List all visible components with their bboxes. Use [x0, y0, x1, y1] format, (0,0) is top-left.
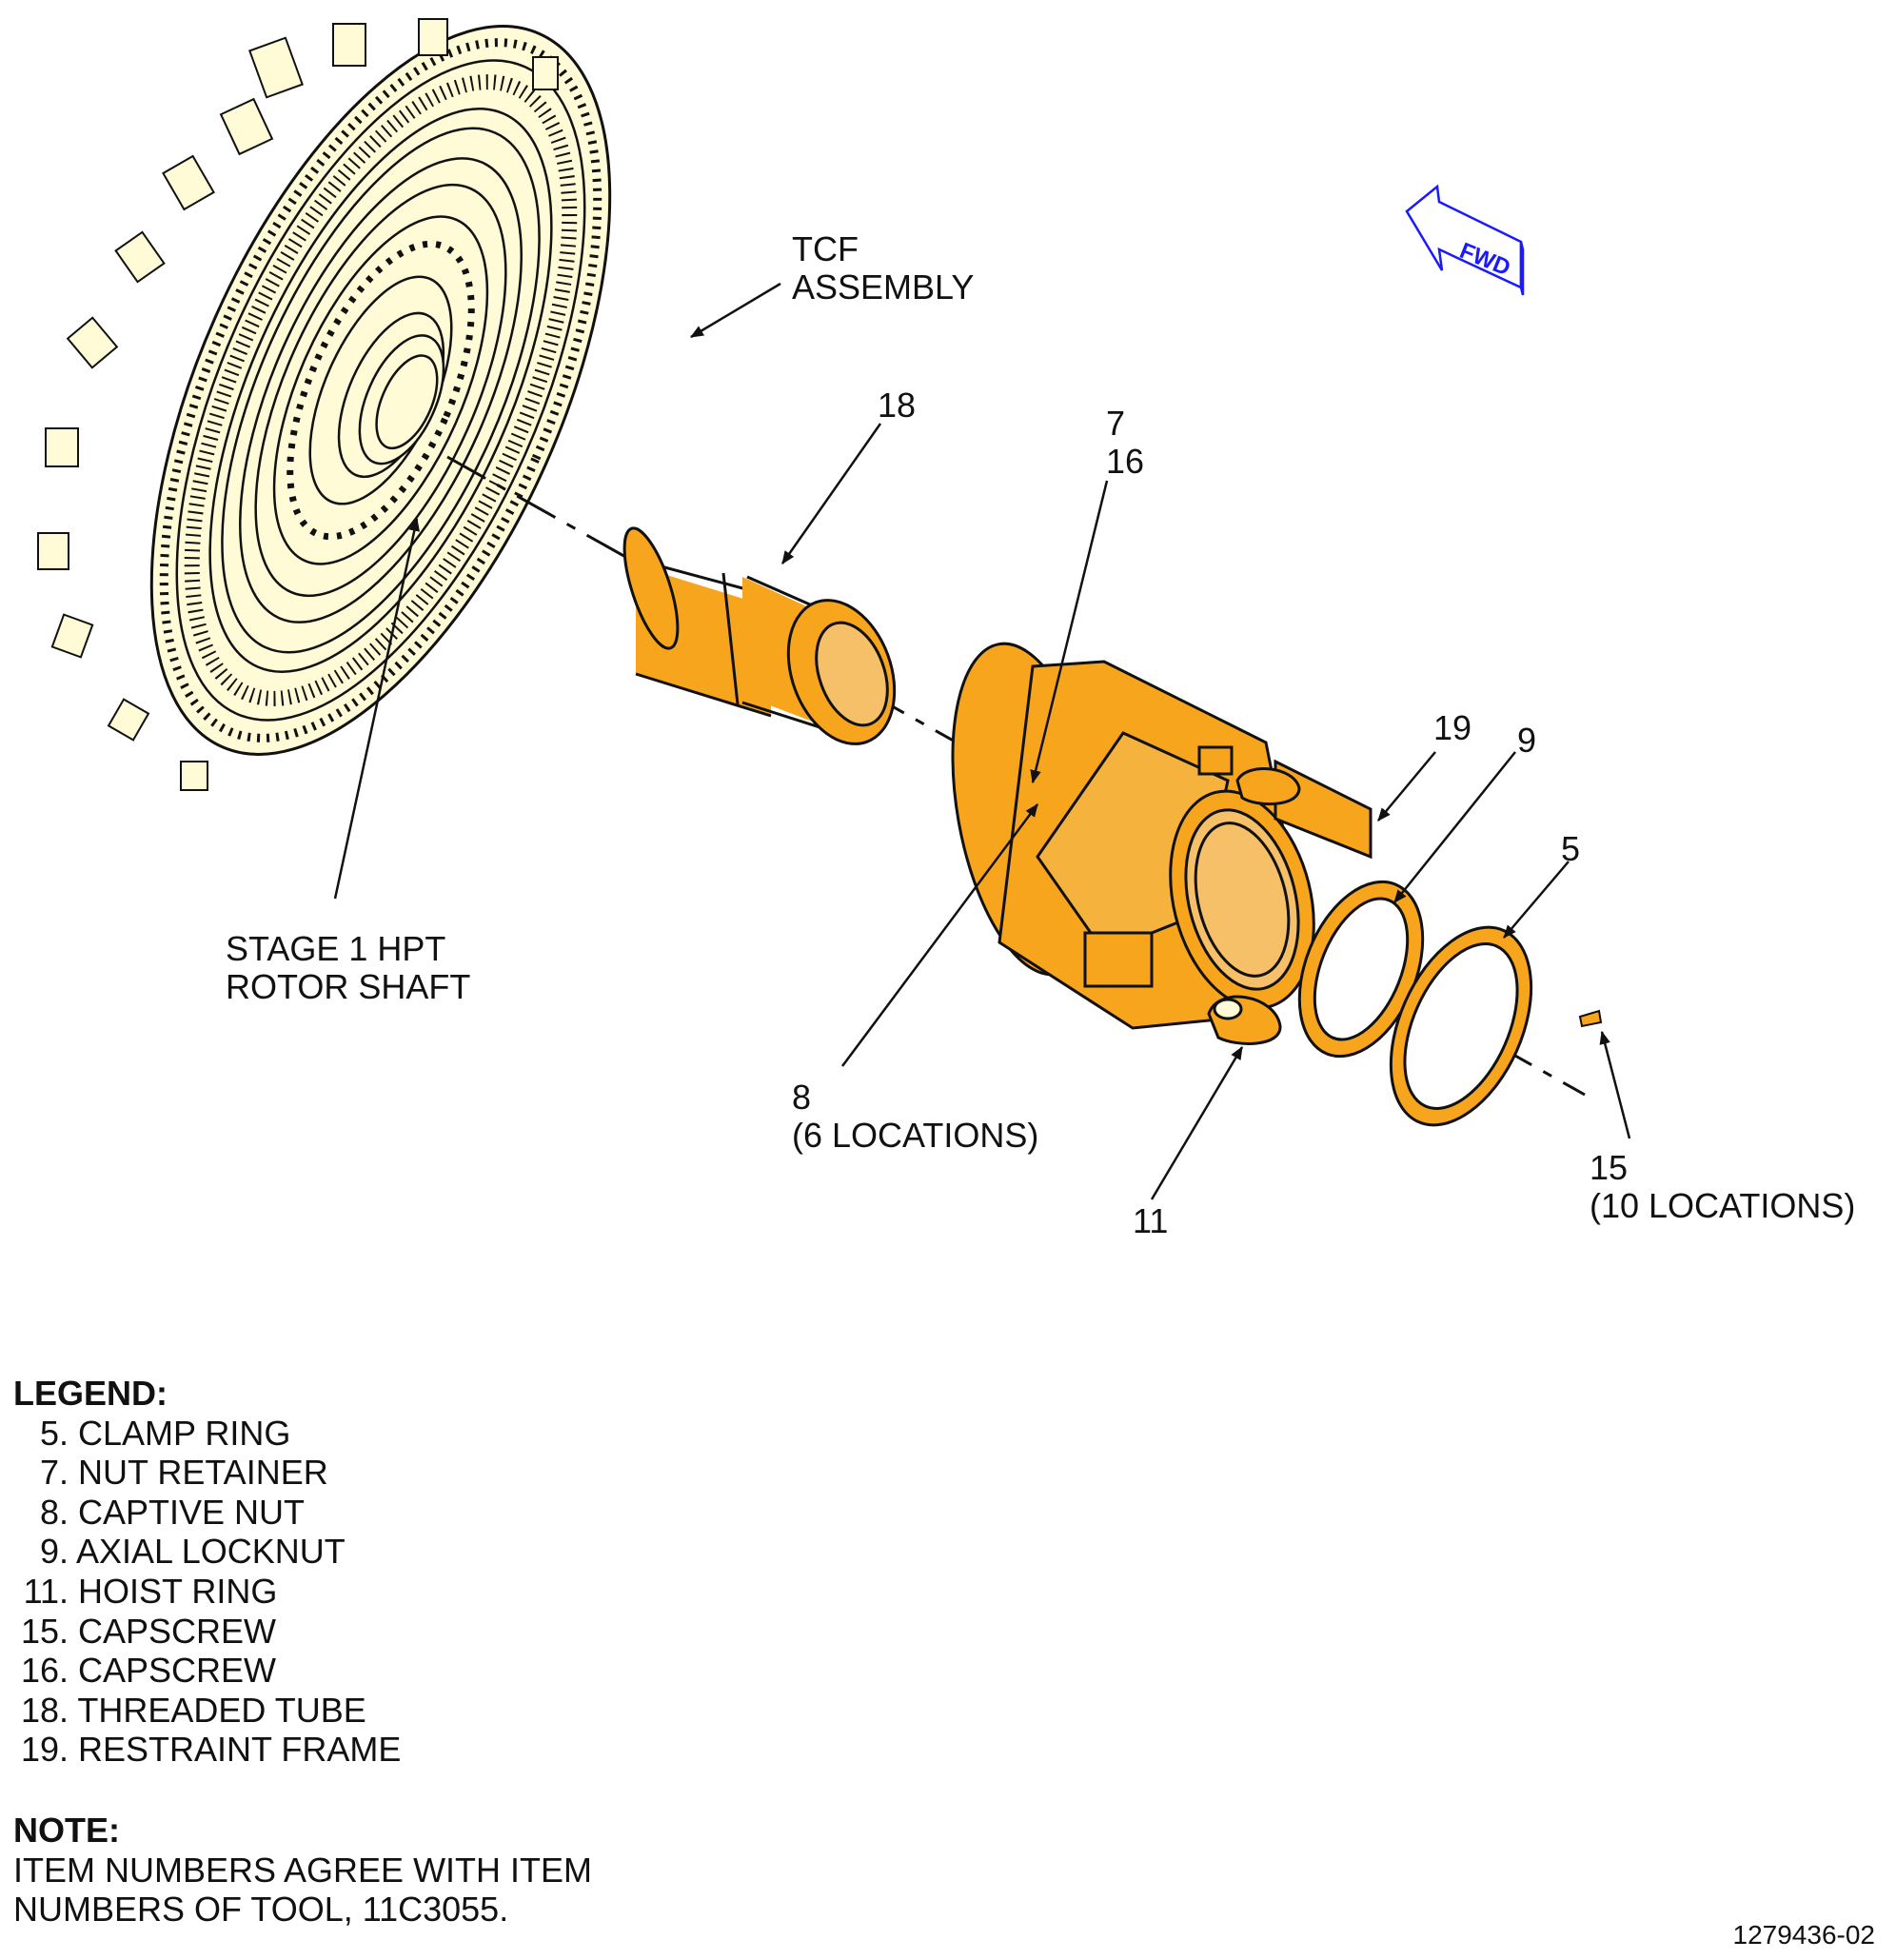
- legend: LEGEND: 5. CLAMP RING 7. NUT RETAINER 8.…: [13, 1374, 401, 1770]
- leader-lines: [333, 282, 1631, 1200]
- legend-item: 18. THREADED TUBE: [20, 1690, 366, 1730]
- note-title: NOTE:: [13, 1811, 120, 1850]
- threaded-tube: [622, 526, 897, 745]
- callout-item-5: 5: [1561, 829, 1581, 868]
- callout-item-9: 9: [1517, 721, 1537, 760]
- legend-title: LEGEND:: [13, 1374, 168, 1413]
- legend-item: 16. CAPSCREW: [20, 1651, 277, 1691]
- tcf-assembly: [37, 18, 612, 791]
- legend-list: 5. CLAMP RING 7. NUT RETAINER 8. CAPTIVE…: [13, 1414, 401, 1770]
- legend-item: 8. CAPTIVE NUT: [39, 1492, 306, 1532]
- legend-item: 7. NUT RETAINER: [39, 1453, 328, 1493]
- callout-item-18: 18: [878, 386, 917, 425]
- note: NOTE: ITEM NUMBERS AGREE WITH ITEM NUMBE…: [13, 1811, 699, 1930]
- callout-item-15: 15(10 LOCATIONS): [1590, 1148, 1856, 1225]
- callout-item-11: 11: [1133, 1201, 1169, 1240]
- legend-item: 5. CLAMP RING: [39, 1413, 291, 1453]
- legend-item: 15. CAPSCREW: [20, 1611, 277, 1651]
- note-text: ITEM NUMBERS AGREE WITH ITEM NUMBERS OF …: [13, 1850, 593, 1930]
- callout-item-8: 8(6 LOCATIONS): [792, 1078, 1039, 1155]
- exploded-view-drawing: FWD: [37, 18, 1631, 1200]
- legend-item: 9. AXIAL LOCKNUT: [39, 1532, 346, 1572]
- capscrew: [1578, 1009, 1603, 1028]
- callout-item-19: 19: [1433, 708, 1472, 747]
- figure-id: 1279436-02: [1732, 1920, 1875, 1950]
- legend-item: 19. RESTRAINT FRAME: [20, 1730, 402, 1770]
- axial-locknut: [1297, 880, 1425, 1059]
- legend-item: 11. HOIST RING: [23, 1571, 278, 1611]
- fwd-arrow-icon: FWD: [1405, 184, 1525, 296]
- hoist-ring: [1207, 767, 1301, 1045]
